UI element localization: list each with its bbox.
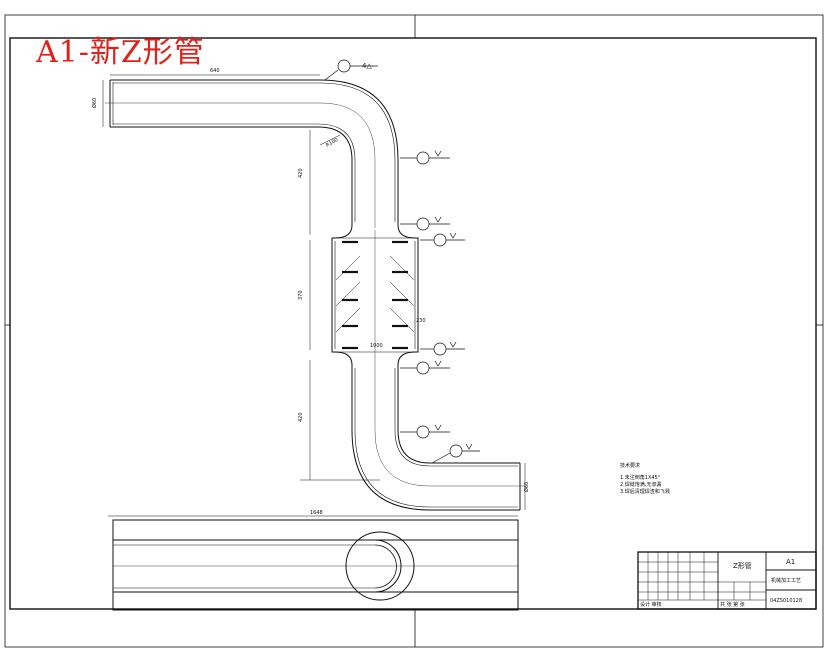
pipe-inner-bottom — [397, 365, 520, 464]
drawing-number: 04ZS010128 — [770, 598, 802, 604]
designer-row: 设计 审核 — [640, 601, 662, 608]
outer-frame — [4, 14, 824, 648]
svg-text:1000: 1000 — [370, 343, 383, 349]
stamp-title: A1-新Z形管 — [36, 35, 205, 70]
chamber-ribs — [342, 240, 408, 350]
svg-text:420: 420 — [298, 412, 304, 422]
z-pipe-front-view — [105, 79, 525, 511]
svg-text:Ø60: Ø60 — [523, 482, 530, 492]
svg-text:Ø60: Ø60 — [91, 98, 98, 108]
z-pipe-top-view — [108, 515, 519, 611]
frame-center-ticks — [5, 15, 823, 647]
pipe-outer-top — [110, 79, 399, 225]
svg-text:420: 420 — [298, 168, 304, 178]
tech-note-1: 1.未注倒角1X45° — [620, 474, 661, 481]
top-view-bend — [374, 544, 397, 589]
weld-symbols — [324, 59, 480, 464]
inner-frame — [9, 37, 817, 610]
chamber-inner — [331, 224, 353, 366]
pipe-outer-bottom — [351, 365, 520, 511]
sheet-row: 共 张 第 张 — [720, 601, 745, 608]
drawing-name: Z形管 — [733, 561, 752, 570]
drawing-scale: A1 — [786, 558, 795, 566]
chamber-outer — [397, 224, 419, 366]
dimension-lines — [102, 74, 526, 510]
top-view-dimension: 1648 — [310, 510, 323, 516]
tech-note-2: 2.焊缝饱满,无渗漏 — [620, 481, 661, 488]
svg-text:230: 230 — [416, 318, 426, 324]
tech-note-3: 3.焊后清理焊渣和飞溅 — [620, 488, 670, 495]
svg-text:370: 370 — [298, 290, 304, 300]
chamber-leaders — [335, 255, 415, 333]
title-block-texts: Z形管 A1 机械加工工艺 04ZS010128 设计 审核 共 张 第 张 — [640, 558, 802, 608]
weld-circle-top — [337, 59, 351, 73]
tech-notes-heading: 技术要求 — [620, 462, 640, 469]
title-block — [637, 551, 817, 610]
dimension-texts: 640 420 370 420 Ø60 R100 1000 230 Ø60 — [91, 68, 530, 492]
svg-text:640: 640 — [210, 68, 220, 74]
weld-symbol-top: 4△ — [362, 62, 372, 70]
school-name: 机械加工工艺 — [771, 577, 801, 584]
svg-text:R100: R100 — [325, 137, 339, 149]
pipe-inner-top — [110, 126, 353, 225]
tech-notes: 技术要求 1.未注倒角1X45° 2.焊缝饱满,无渗漏 3.焊后清理焊渣和飞溅 — [620, 462, 670, 495]
